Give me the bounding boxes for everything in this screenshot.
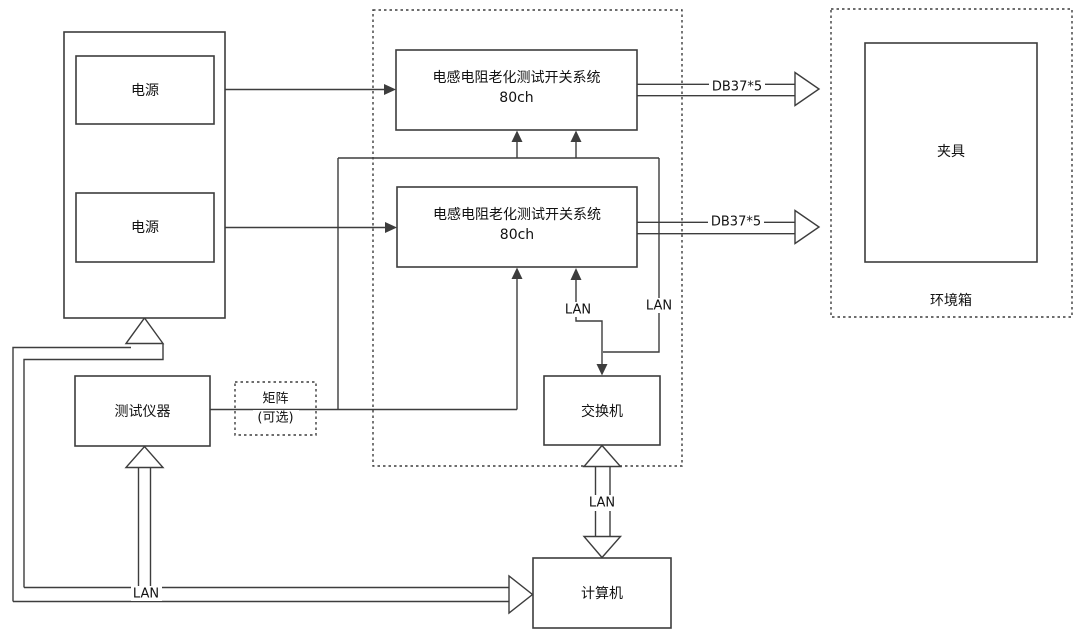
arrowhead-sys2-lan [570, 268, 582, 280]
power-supply-1-box [75, 55, 215, 125]
power-supply-2-box [75, 192, 215, 263]
db37-bottom-label-bg [708, 214, 764, 229]
matrix-label-bg-2 [253, 410, 299, 426]
lan-arrowhead-down-computer [582, 535, 623, 559]
network-switch-label: 交换机 [581, 403, 623, 420]
matrix-label-line1: 矩阵 [262, 392, 288, 407]
matrix-label-line2: (可选) [257, 411, 293, 426]
lan-arrowhead-up-cabinet [124, 316, 165, 345]
computer-label: 计算机 [581, 586, 623, 602]
lan-bus-label-bg [131, 586, 162, 601]
switch-system-2-box [396, 186, 638, 268]
switch-system-group-container [372, 9, 683, 467]
arrowhead-sys2-matrix [511, 267, 523, 279]
db37-bottom-arrowhead [794, 209, 821, 245]
lan-sys1-label: LAN [646, 299, 672, 314]
lan-bus-arrowhead-computer [508, 574, 534, 615]
network-switch-box [543, 375, 661, 446]
db37-top-arrowhead [794, 71, 821, 107]
matrix-box [234, 381, 317, 436]
arrowhead-into-network-switch [596, 364, 608, 376]
lan-arrowhead-up-instrument [124, 445, 165, 469]
lan-wrap-inner-line [23, 344, 164, 588]
lan-sys1-label-bg [644, 298, 675, 313]
matrix-label-bg-1 [262, 392, 289, 406]
test-instrument-box [74, 375, 211, 447]
switch-system-1-label-line2: 80ch [499, 90, 533, 106]
switch-system-2-label-line1: 电感电阻老化测试开关系统 [433, 206, 601, 223]
switch-system-2-label-line2: 80ch [500, 227, 534, 243]
switch-system-1-label-line1: 电感电阻老化测试开关系统 [433, 69, 601, 86]
lan-wrap-outer-line [12, 346, 131, 602]
arrowhead-power1-to-sys1 [384, 84, 396, 95]
power-supply-2-label: 电源 [131, 220, 159, 236]
switch-system-1-box [395, 49, 638, 131]
db37-top-label: DB37*5 [712, 80, 762, 95]
arrowhead-power2-to-sys2 [385, 222, 397, 233]
computer-box [532, 557, 672, 629]
environment-chamber-label: 环境箱 [930, 293, 972, 309]
arrowhead-sys1-b [570, 130, 582, 142]
arrowhead-sys1-a [511, 130, 523, 142]
lan-sys2-label-bg [563, 302, 594, 317]
hollow-connectors [12, 71, 821, 615]
lan-sys2-label: LAN [565, 303, 591, 318]
wire-lan-sys2-to-switch [575, 280, 603, 364]
db37-bottom-label: DB37*5 [711, 215, 761, 230]
thin-connectors [210, 84, 660, 411]
db37-top-label-bg [709, 79, 765, 94]
lan-bus-label: LAN [133, 587, 159, 602]
test-instrument-label: 测试仪器 [115, 404, 171, 420]
lan-computer-switch-label-bg [586, 495, 618, 511]
power-supply-1-label: 电源 [131, 83, 159, 99]
lan-arrowhead-up-switch [582, 444, 623, 468]
fixture-box [864, 42, 1038, 263]
labels: 电源 电源 测试仪器 矩阵 (可选) 电感电阻老化测试开关系统 80ch 电感电… [115, 69, 973, 602]
lan-computer-switch-label: LAN [589, 496, 615, 511]
fixture-label: 夹具 [937, 144, 965, 160]
